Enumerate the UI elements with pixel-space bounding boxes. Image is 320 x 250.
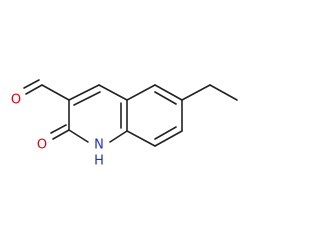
bond-ethyl-ch3	[209, 84, 238, 101]
bond-cho-oxygen-double	[23, 79, 40, 89]
bond-c7-c8-double	[154, 126, 177, 140]
bond-lines	[23, 79, 238, 147]
bond-ethyl-ch2	[181, 84, 211, 101]
bond-c8-c8a	[126, 130, 156, 147]
aldehyde-oxygen-label: O	[11, 93, 21, 108]
bond-c4a-c4	[98, 84, 128, 101]
bond-c4-c3-double	[73, 91, 101, 106]
bond-c2-n1	[68, 129, 89, 143]
bond-c2-oxygen-double	[50, 124, 67, 134]
atom-labels: O O N H	[11, 93, 104, 169]
structure-canvas: O O N H	[11, 79, 238, 169]
ketone-oxygen-label: O	[37, 138, 47, 153]
bond-c5-c6-double	[154, 91, 177, 105]
bond-cho-oxygen	[25, 84, 43, 95]
bond-c2-oxygen	[52, 129, 70, 140]
bond-c7-c8	[154, 130, 183, 147]
ring-nitrogen-h-label: H	[94, 154, 104, 169]
bond-n1-c8a	[109, 130, 128, 143]
molecule-structure-diagram: O O N H	[11, 79, 238, 169]
bond-c3-cho	[41, 84, 70, 101]
bond-c5-c6	[154, 84, 183, 101]
bond-c4a-c5	[126, 84, 156, 101]
ring-nitrogen-label: N	[94, 138, 104, 153]
bond-c4-c3	[68, 84, 100, 101]
